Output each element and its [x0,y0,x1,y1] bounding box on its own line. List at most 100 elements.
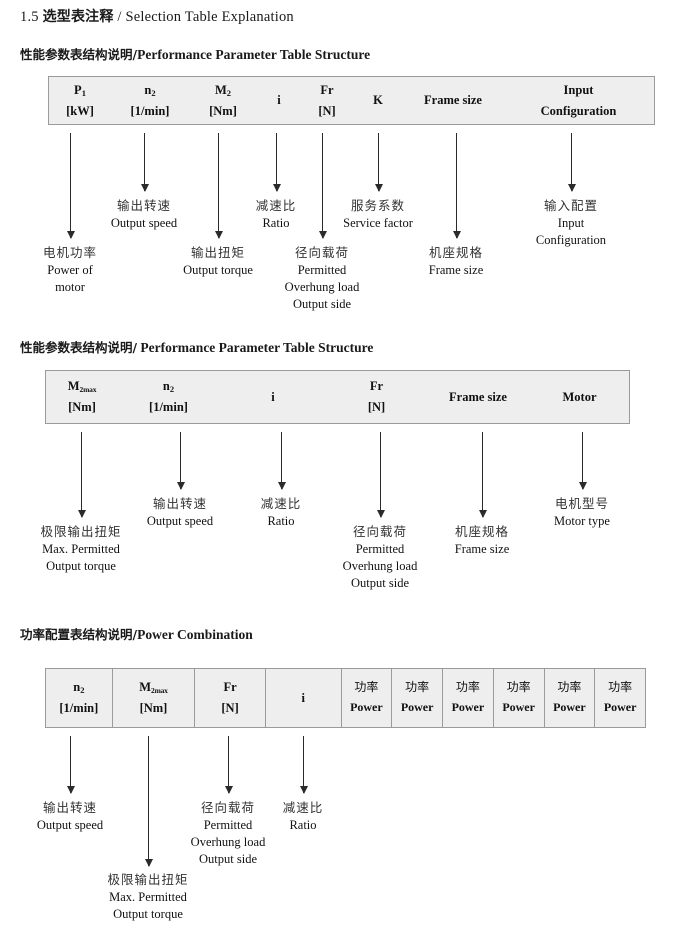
table3-col-power-6-cn: 功率 [608,680,633,695]
table1-col-i: i [257,77,301,124]
table2-col-m2max-unit: [Nm] [68,400,96,414]
annotation-cn: 径向载荷 [294,245,350,260]
page-title-number: 1.5 [20,9,39,25]
annotation-table1-output-torque: 输出扭矩 Output torque [183,245,253,279]
annotation-en-1: Permitted [355,541,405,556]
table1-col-i-symbol: i [277,93,281,108]
table1-col-p1-subscript: 1 [81,87,86,98]
annotation-en-1: Input [557,215,585,230]
table3-col-power-4-en: Power [502,700,535,714]
arrow-table1-ratio [272,133,281,192]
arrow-table2-output-speed [176,432,185,490]
table1-col-m2-unit: [Nm] [209,103,237,118]
annotation-cn: 机座规格 [428,245,483,260]
section-heading-cn: 功率配置表结构说明 [20,627,133,642]
annotation-en-1: Max. Permitted [42,541,120,556]
table2-col-n2-unit: [1/min] [149,400,188,414]
table3-col-power-6: 功率 Power [594,669,645,727]
annotation-en-1: Ratio [262,215,290,230]
table3-col-n2-subscript: 2 [80,685,85,696]
annotation-en-1: Ratio [267,513,295,528]
annotation-cn: 减速比 [260,496,302,511]
annotation-en-1: Output speed [36,817,104,832]
annotation-en-2: Output torque [46,558,116,573]
table1-col-configuration-label: Configuration [540,103,617,118]
table2-col-m2max-subscript: 2max [79,385,97,395]
section-heading-en: Performance Parameter Table Structure [137,47,371,62]
arrow-table2-ratio [277,432,286,490]
table2-col-m2max-symbol: M [67,379,80,394]
table3-col-i-symbol: i [301,690,305,705]
table3-col-power-3: 功率 Power [442,669,493,727]
table3-col-power-1-cn: 功率 [354,680,379,695]
arrow-table2-frame-size [478,432,487,518]
arrow-table1-overhung-load [318,133,327,239]
table1-col-m2-symbol: M [214,82,227,97]
table3-col-n2: n2 [1/min] [46,669,112,727]
section-heading-cn: 性能参数表结构说明 [20,47,133,62]
arrow-table1-output-speed [140,133,149,192]
arrow-table1-input-configuration [567,133,576,192]
table3-col-n2-unit: [1/min] [59,701,99,715]
annotation-cn: 电机功率 [42,245,98,260]
annotation-en-1: Motor type [554,513,610,528]
annotation-en-1: Output torque [183,262,253,277]
annotation-cn: 输入配置 [543,198,599,213]
section-heading-cn: 性能参数表结构说明 [20,340,133,355]
table3-col-power-5-cn: 功率 [557,680,582,695]
annotation-table2-max-torque: 极限输出扭矩 Max. Permitted Output torque [40,524,121,575]
table2-col-fr: Fr [N] [327,371,426,423]
annotation-table1-output-speed: 输出转速 Output speed [111,198,177,232]
table3-col-n2-symbol: n [73,680,81,695]
table1-col-frame-size-label: Frame size [424,93,482,108]
table3-col-power-6-en: Power [603,700,637,714]
table3-col-m2max-unit: [Nm] [139,701,168,715]
annotation-en-2: Output torque [113,906,183,921]
annotation-en-1: Power of [47,262,93,277]
annotation-table3-ratio: 减速比 Ratio [283,800,324,834]
table2-col-frame-size-label: Frame size [449,389,507,404]
annotation-cn: 减速比 [255,198,297,213]
table2-col-n2: n2 [1/min] [118,371,219,423]
annotation-cn: 机座规格 [454,524,509,539]
table1-col-k-symbol: K [373,93,383,108]
table3-col-m2max-subscript: 2max [151,686,168,696]
table2-col-fr-unit: [N] [367,400,386,414]
annotation-en-1: Output speed [110,215,178,230]
annotation-cn: 输出转速 [116,198,171,213]
annotation-table1-service-factor: 服务系数 Service factor [343,198,413,232]
arrow-table2-motor-type [578,432,587,490]
table3-col-m2max-symbol: M [139,680,152,695]
table1-col-m2: M2 [Nm] [189,77,257,124]
annotation-en-1: Output speed [146,513,214,528]
table3-col-power-5: 功率 Power [543,669,595,727]
table3-col-fr: Fr [N] [194,669,265,727]
performance-parameter-table-2: M2max [Nm] n2 [1/min] i Fr [N] Frame siz… [45,370,630,424]
table1-col-k: K [353,77,403,124]
table3-col-power-1: 功率 Power [340,669,392,727]
arrow-table1-frame-size [452,133,461,239]
table2-col-i: i [219,371,327,423]
table3-col-m2max: M2max [Nm] [111,669,195,727]
annotation-table3-overhung-load: 径向载荷 Permitted Overhung load Output side [191,800,266,868]
annotation-table2-overhung-load: 径向载荷 Permitted Overhung load Output side [343,524,418,592]
annotation-en-2: motor [55,279,85,294]
annotation-table1-ratio: 减速比 Ratio [256,198,297,232]
section-heading-performance-2: 性能参数表结构说明/ Performance Parameter Table S… [20,337,373,356]
table2-col-n2-symbol: n [162,379,170,394]
annotation-cn: 极限输出扭矩 [40,524,122,539]
section-heading-en: Power Combination [137,627,253,642]
annotation-en-2: Configuration [535,232,607,247]
page-title: 1.5 选型表注释 / Selection Table Explanation [20,6,294,26]
annotation-en-2: Overhung load [342,558,418,573]
annotation-table2-ratio: 减速比 Ratio [261,496,302,530]
annotation-en-2: Overhung load [190,834,266,849]
table2-col-n2-subscript: 2 [169,384,175,395]
annotation-en-1: Service factor [343,215,413,230]
table3-col-power-2-en: Power [400,700,434,714]
section-heading-separator: / [132,340,138,355]
table3-col-fr-symbol: Fr [223,680,237,695]
annotation-en-1: Frame size [454,541,510,556]
arrow-table2-overhung-load [376,432,385,518]
annotation-table2-frame-size: 机座规格 Frame size [455,524,510,558]
